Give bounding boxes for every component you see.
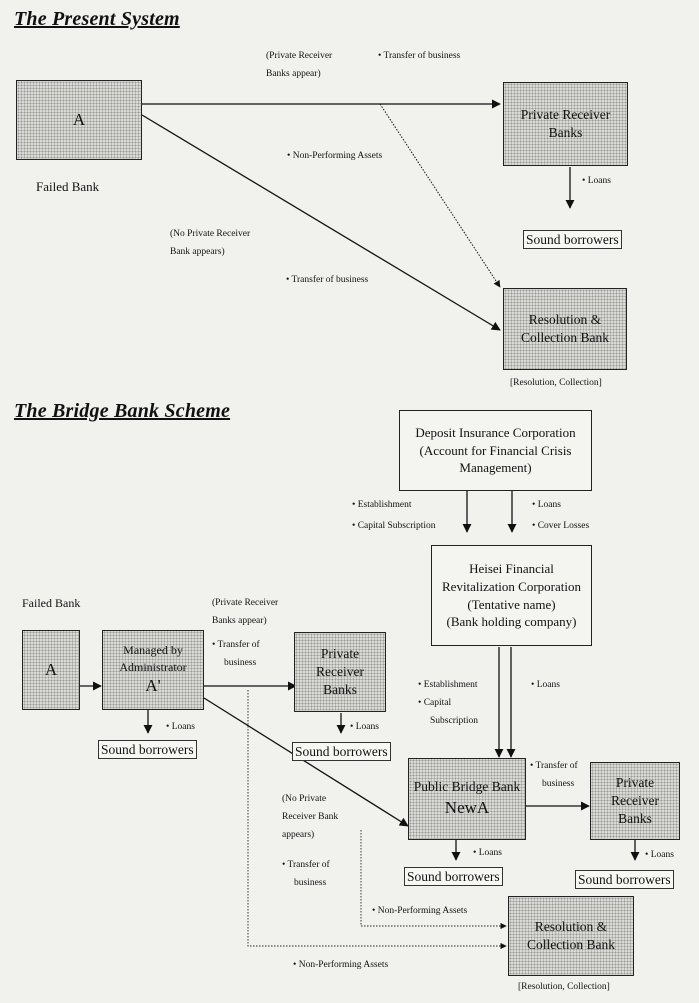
label-loans-present: Loans [582, 172, 611, 190]
box-a-label-2: A [44, 659, 58, 679]
label-loans-private-2: Loans [645, 846, 674, 864]
label-establishment-1: Establishment [352, 496, 412, 514]
resolution-note-2: [Resolution, Collection] [518, 982, 610, 992]
bridge-bank-newa: NewA [444, 797, 490, 817]
private-receiver-box-2: Private Receiver Banks [590, 762, 680, 840]
label-private-appear-2: (Private Receiver Banks appear) [212, 598, 279, 627]
resolution-bank-label: Resolution & Collection Bank [520, 311, 610, 345]
label-cover-losses: Cover Losses [532, 517, 589, 535]
sound-borrowers-bridge: Sound borrowers [404, 867, 503, 886]
label-npa-2: Non-Performing Assets [293, 956, 388, 974]
resolution-bank-box-2: Resolution & Collection Bank [508, 896, 634, 976]
administrator-label: Managed by Administrator [119, 643, 187, 674]
failed-bank-box: A [16, 80, 142, 160]
sound-borrowers-private-2: Sound borrowers [575, 870, 674, 889]
failed-bank-label-2: Failed Bank [22, 596, 81, 610]
resolution-note: [Resolution, Collection] [510, 378, 602, 388]
label-npa-1: Non-Performing Assets [372, 902, 467, 920]
label-transfer-2: Transfer of business [282, 856, 330, 892]
label-loans-private-1: Loans [350, 718, 379, 736]
administrator-box: Managed by Administrator A' [102, 630, 204, 710]
private-receiver-box-1: Private Receiver Banks [294, 632, 386, 712]
label-no-private-2: (No Private Receiver Bank appears) [282, 794, 339, 841]
sound-borrowers-present: Sound borrowers [523, 230, 622, 249]
private-receiver-label-2: Private Receiver Banks [611, 774, 659, 827]
resolution-bank-label-2: Resolution & Collection Bank [526, 918, 616, 952]
heisei-holding: (Bank holding company) [446, 614, 577, 630]
label-loans-dic: Loans [532, 496, 561, 514]
arrow-npa-dotted [379, 103, 501, 288]
heisei-tentative: (Tentative name) [467, 596, 556, 612]
label-private-appear: (Private Receiver Banks appear) [266, 51, 333, 80]
sound-borrowers-private-1: Sound borrowers [292, 742, 391, 761]
dic-box: Deposit Insurance Corporation (Account f… [399, 410, 592, 491]
label-transfer-1: Transfer of business [212, 636, 260, 672]
label-capital-1: Capital Subscription [352, 517, 436, 535]
bridge-bank-label: Public Bridge Bank [413, 779, 521, 795]
private-receiver-box: Private Receiver Banks [503, 82, 628, 166]
label-no-private: (No Private Receiver Bank appears) [170, 229, 251, 258]
heisei-box: Heisei Financial Revitalization Corporat… [431, 545, 592, 646]
bridge-bank-box: Public Bridge Bank NewA [408, 758, 526, 840]
heisei-title: Heisei Financial Revitalization Corporat… [442, 561, 581, 594]
label-loans-admin: Loans [166, 718, 195, 736]
label-establishment-capital-2: Establishment Capital Subscription [418, 676, 478, 730]
label-transfer-bottom: Transfer of business [286, 271, 369, 289]
dic-subtitle: (Account for Financial Crisis Management… [419, 442, 572, 476]
label-transfer-3: Transfer of business [530, 757, 578, 793]
failed-bank-label: Failed Bank [36, 179, 100, 194]
sound-borrowers-admin: Sound borrowers [98, 740, 197, 759]
label-loans-heisei: Loans [531, 676, 560, 694]
present-system-title: The Present System [14, 8, 180, 30]
failed-bank-box-2: A [22, 630, 80, 710]
arrow-a-to-resolution [141, 114, 501, 331]
private-receiver-label: Private Receiver Banks [520, 106, 611, 140]
resolution-bank-box: Resolution & Collection Bank [503, 288, 627, 370]
administrator-a-prime: A' [145, 675, 161, 695]
bridge-scheme-title: The Bridge Bank Scheme [14, 400, 231, 422]
label-transfer-top: Transfer of business [378, 47, 461, 65]
private-receiver-label-1: Private Receiver Banks [316, 645, 364, 698]
box-a-label: A [72, 109, 86, 129]
label-loans-bridge: Loans [473, 844, 502, 862]
dic-title: Deposit Insurance Corporation [415, 425, 576, 441]
label-npa: Non-Performing Assets [287, 147, 382, 165]
